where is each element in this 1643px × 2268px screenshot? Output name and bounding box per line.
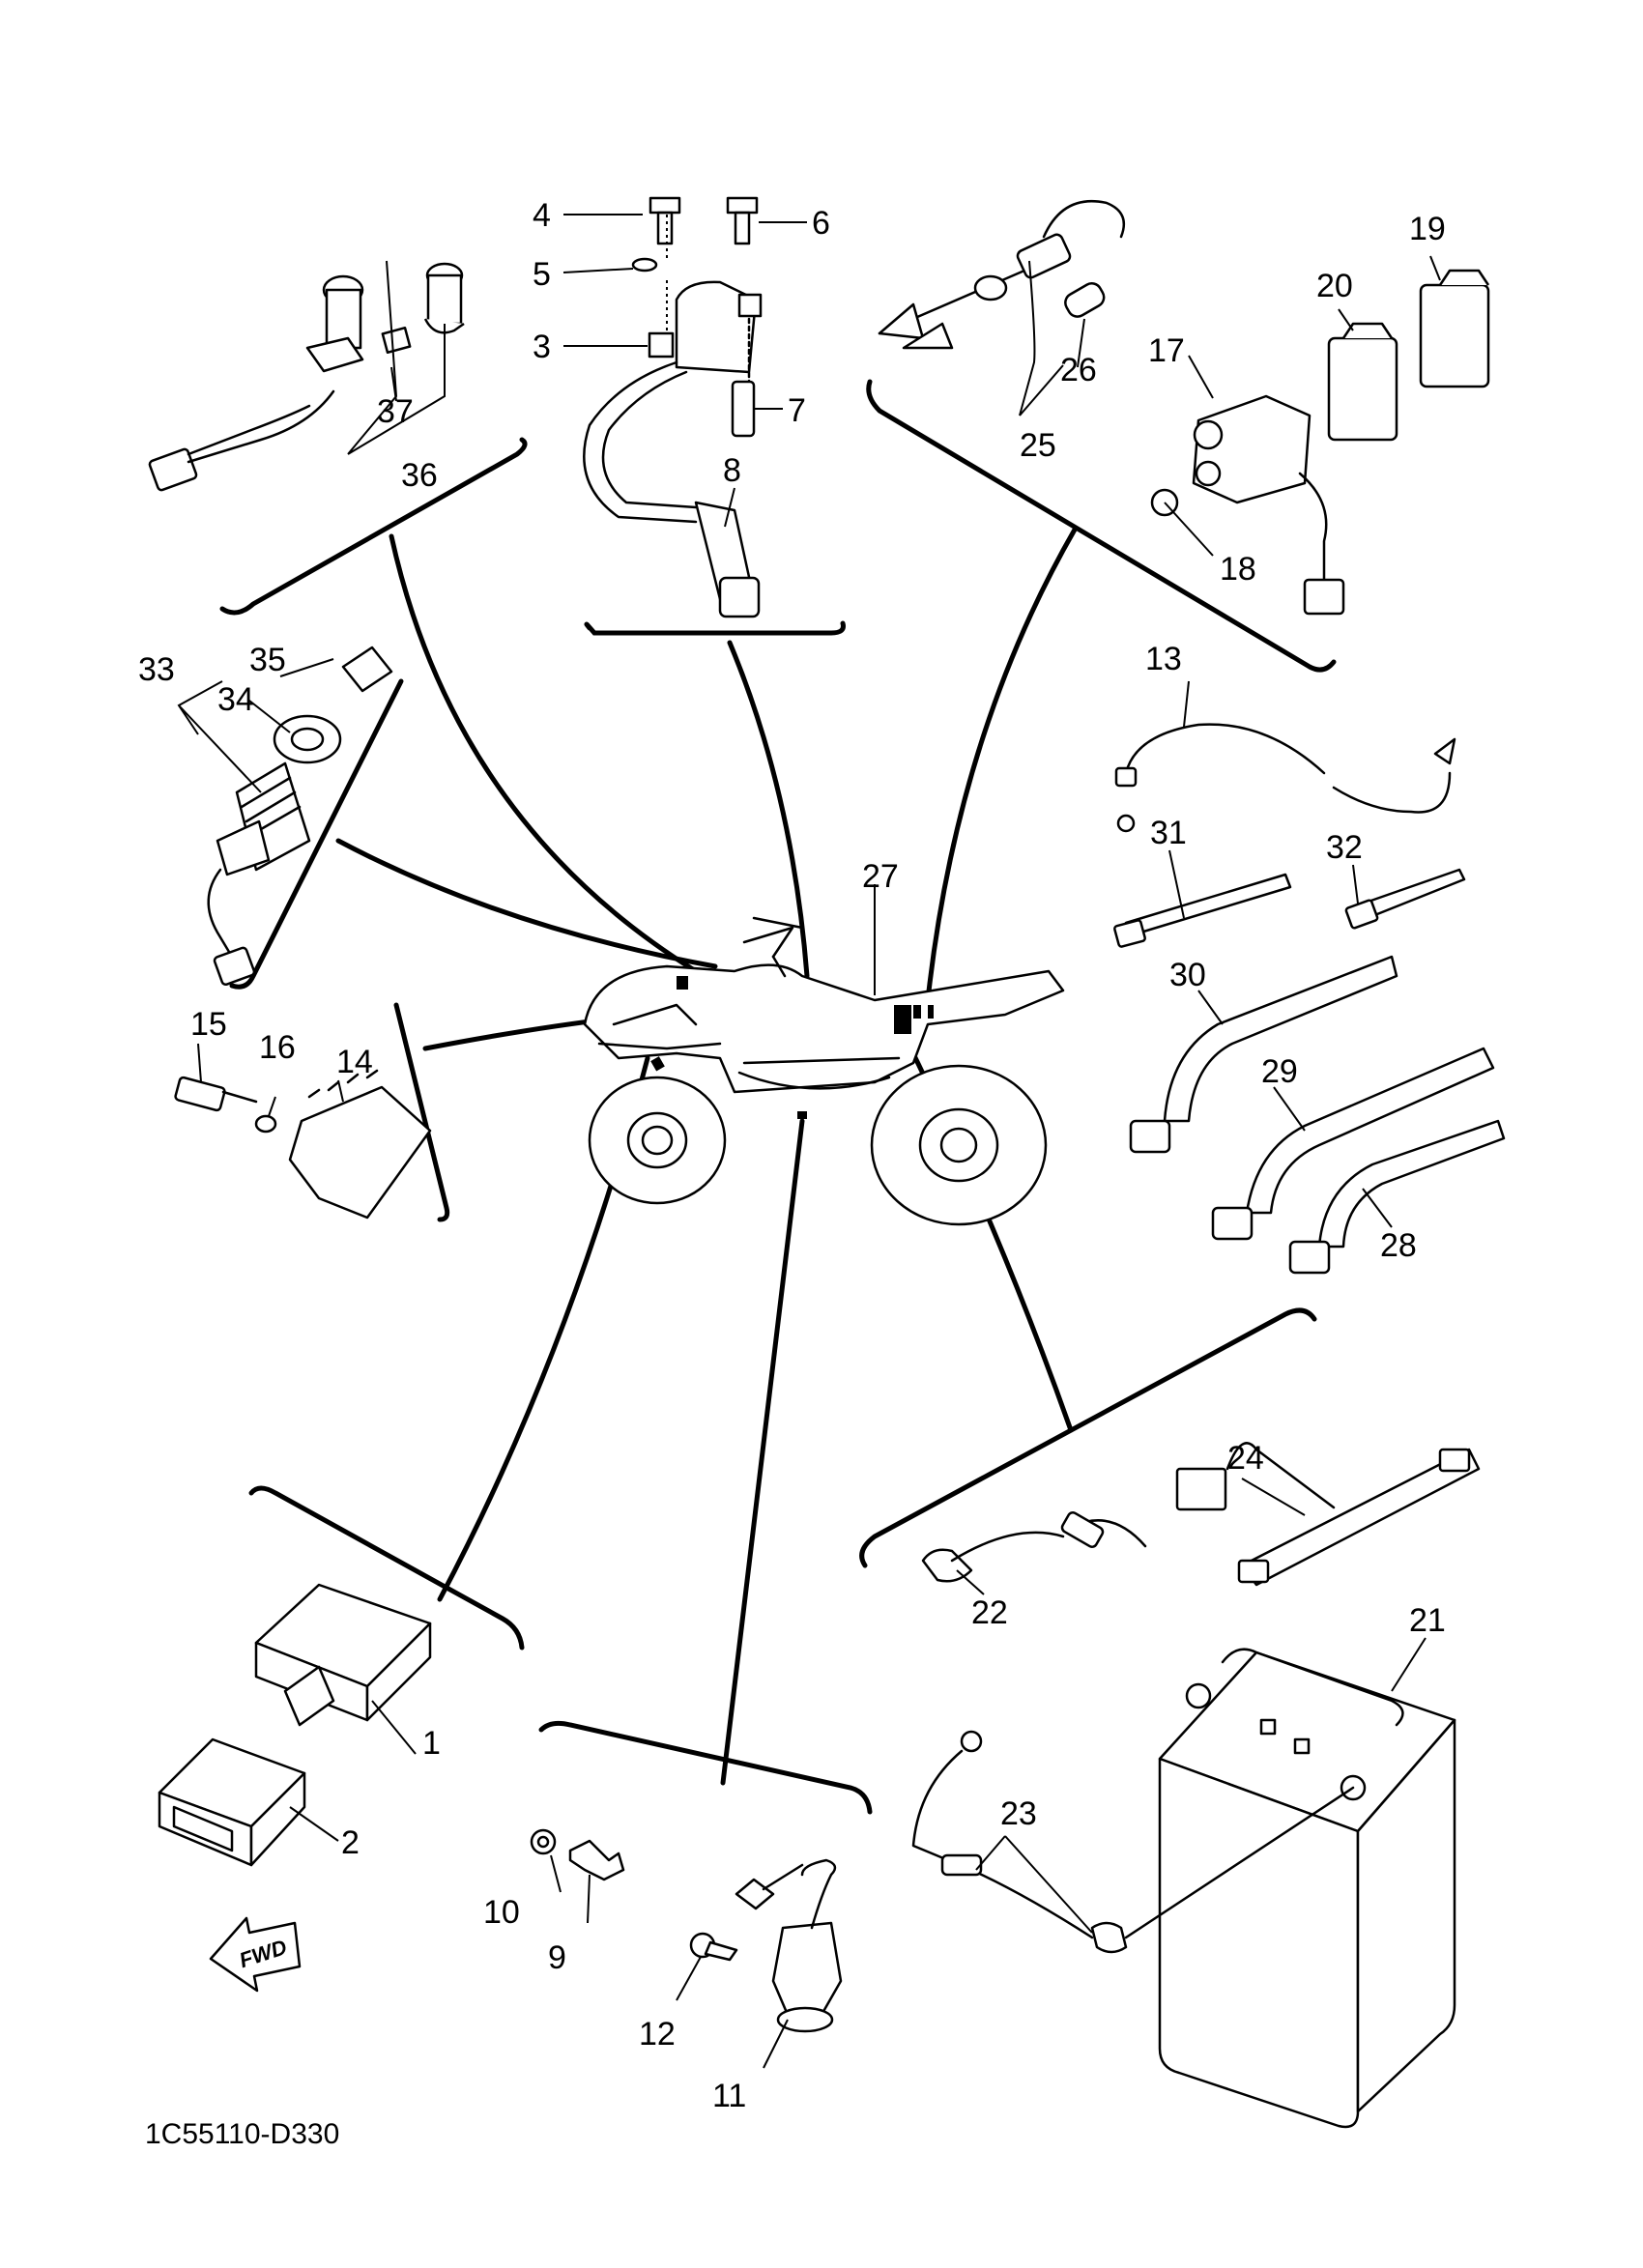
callout-30: 30 bbox=[1169, 957, 1206, 993]
lead-and-bands bbox=[1113, 723, 1506, 1275]
document-code: 1C55110-D330 bbox=[145, 2118, 339, 2150]
callout-3: 3 bbox=[533, 329, 551, 365]
wire-harness-36-37 bbox=[148, 262, 465, 492]
callout-28: 28 bbox=[1380, 1227, 1417, 1264]
callout-34: 34 bbox=[217, 681, 254, 718]
battery-21-24 bbox=[911, 1442, 1481, 2129]
callout-13: 13 bbox=[1145, 641, 1182, 677]
callout-18: 18 bbox=[1220, 551, 1256, 588]
callout-17: 17 bbox=[1148, 332, 1185, 369]
group-brackets bbox=[219, 379, 1337, 1815]
callout-15: 15 bbox=[190, 1006, 227, 1043]
callout-24: 24 bbox=[1227, 1440, 1264, 1477]
switches-9-12 bbox=[530, 1828, 843, 2033]
callout-14: 14 bbox=[336, 1044, 373, 1080]
callout-1: 1 bbox=[422, 1725, 441, 1762]
callout-36: 36 bbox=[401, 457, 438, 494]
main-switch-33-35 bbox=[207, 646, 393, 987]
fwd-arrow-icon bbox=[209, 1916, 302, 1993]
callout-labels: 1 2 3 4 5 6 7 8 9 10 11 12 13 14 15 16 1… bbox=[138, 197, 1446, 2114]
relays-17-20 bbox=[1150, 269, 1490, 616]
atv-illustration bbox=[583, 916, 1065, 1226]
callout-2: 2 bbox=[341, 1824, 360, 1861]
callout-16: 16 bbox=[259, 1029, 296, 1066]
callout-31: 31 bbox=[1150, 815, 1187, 851]
callout-29: 29 bbox=[1261, 1053, 1298, 1090]
callout-23: 23 bbox=[1000, 1795, 1037, 1832]
callout-7: 7 bbox=[788, 392, 806, 429]
callout-35: 35 bbox=[249, 642, 286, 678]
regulator-14-16 bbox=[174, 1069, 432, 1220]
sensor-assy-25-26 bbox=[878, 199, 1126, 350]
callout-4: 4 bbox=[533, 197, 551, 234]
callout-21: 21 bbox=[1409, 1602, 1446, 1639]
cdi-unit-1-2 bbox=[158, 1583, 432, 1867]
callout-5: 5 bbox=[533, 256, 551, 293]
callout-33: 33 bbox=[138, 651, 175, 688]
callout-6: 6 bbox=[812, 205, 830, 242]
callout-11: 11 bbox=[712, 2078, 746, 2114]
callout-19: 19 bbox=[1409, 211, 1446, 247]
callout-22: 22 bbox=[971, 1594, 1008, 1631]
callout-27: 27 bbox=[862, 858, 899, 895]
callout-8: 8 bbox=[723, 452, 741, 489]
callout-25: 25 bbox=[1020, 427, 1056, 464]
callout-26: 26 bbox=[1060, 352, 1097, 388]
callout-10: 10 bbox=[483, 1894, 520, 1931]
ignition-coil-assy bbox=[583, 196, 763, 618]
callout-20: 20 bbox=[1316, 268, 1353, 304]
leader-lines bbox=[177, 214, 1441, 2069]
callout-32: 32 bbox=[1326, 829, 1363, 866]
callout-37: 37 bbox=[377, 393, 414, 430]
callout-12: 12 bbox=[639, 2016, 676, 2053]
callout-9: 9 bbox=[548, 1939, 566, 1976]
